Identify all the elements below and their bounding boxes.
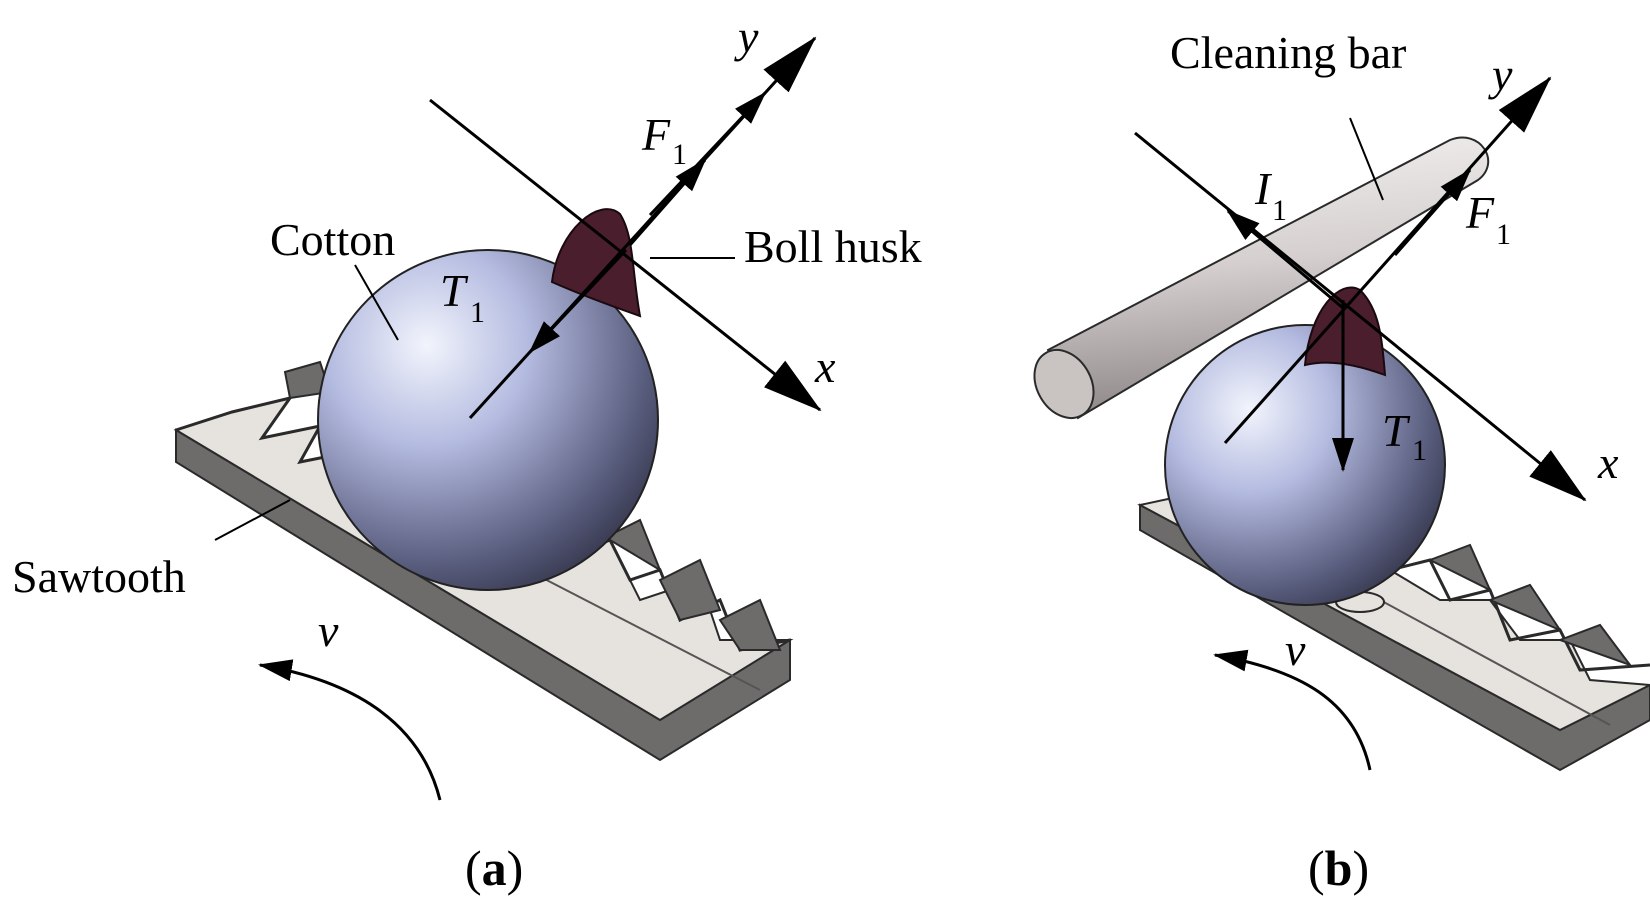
x-axis-label-a: x <box>814 341 836 392</box>
force-f1-label-a: F 1 <box>641 109 687 171</box>
cleaning-bar-leader-line <box>1349 117 1384 201</box>
x-axis-b <box>1134 131 1587 502</box>
x-axis-label-b: x <box>1597 437 1619 488</box>
y-axis-label-a: y <box>734 11 759 62</box>
force-f-sub-a: 1 <box>672 138 687 171</box>
force-i-letter-b: I <box>1254 163 1273 214</box>
force-f1-arrow-b <box>1393 168 1472 256</box>
force-t-letter-a: T <box>440 265 469 316</box>
force-f1-arrow-outer-a <box>648 91 767 217</box>
force-f-letter-b: F <box>1465 187 1495 238</box>
cotton-sphere-a <box>317 249 659 591</box>
force-f1-label-b: F 1 <box>1465 187 1511 251</box>
force-f-sub-b: 1 <box>1496 218 1511 251</box>
sawtooth-label: Sawtooth <box>12 551 186 602</box>
caption-b: (b) <box>1308 840 1369 896</box>
force-i-sub-b: 1 <box>1272 194 1287 227</box>
velocity-label-a: v <box>318 605 339 656</box>
force-t-sub-a: 1 <box>470 296 485 329</box>
velocity-arrow-a <box>258 659 442 801</box>
boll-husk-label: Boll husk <box>744 221 922 272</box>
force-t1-label-b: T 1 <box>1382 405 1427 467</box>
cotton-label: Cotton <box>270 214 395 265</box>
y-axis-label-b: y <box>1488 49 1513 100</box>
cleaning-bar-label: Cleaning bar <box>1170 27 1406 78</box>
cotton-sphere-b <box>1164 324 1446 606</box>
force-t-sub-b: 1 <box>1412 434 1427 467</box>
force-f-letter-a: F <box>641 109 671 160</box>
force-t1-arrow-a <box>528 248 628 354</box>
cotton-leader-line <box>354 264 399 341</box>
caption-a: (a) <box>465 840 523 896</box>
caption-letter-a: a <box>482 840 507 896</box>
velocity-label-b: v <box>1285 624 1306 675</box>
boll-husk-b <box>1303 286 1387 377</box>
x-axis-a <box>429 98 822 412</box>
force-i1-label-b: I 1 <box>1254 163 1287 227</box>
force-i1-arrow-b <box>1226 209 1344 310</box>
panel-b: Cleaning bar x y F 1 I 1 T 1 v (b) <box>1033 27 1650 896</box>
sawtooth-leader-line <box>214 499 291 541</box>
force-t1-label-a: T 1 <box>440 265 485 329</box>
boll-husk-a <box>550 208 642 318</box>
force-t-letter-b: T <box>1382 405 1411 456</box>
panel-a: Cotton Boll husk Sawtooth x y F 1 T 1 v … <box>12 11 922 896</box>
velocity-arrow-b <box>1213 649 1372 771</box>
y-axis-b <box>1223 76 1552 444</box>
force-f1-arrow-a <box>628 158 707 246</box>
caption-letter-b: b <box>1325 840 1353 896</box>
